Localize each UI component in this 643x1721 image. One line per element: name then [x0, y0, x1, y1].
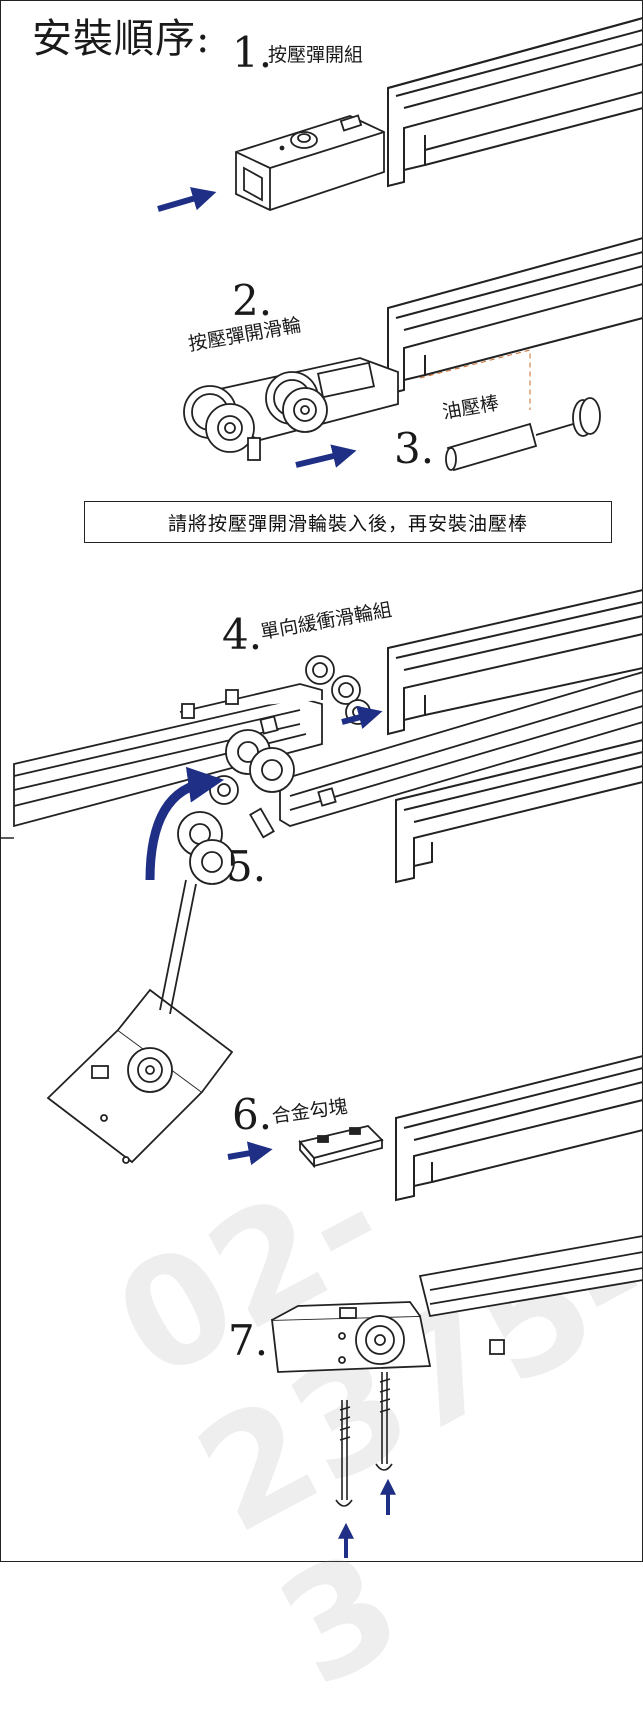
- assembly-illustration: [0, 16, 643, 1558]
- installation-note: 請將按壓彈開滑輪裝入後，再安裝油壓棒: [84, 501, 612, 543]
- push-latch-block: [235, 114, 385, 211]
- step-5-number: 5.: [226, 842, 267, 891]
- assembled-track: [177, 671, 643, 885]
- step-2-number: 2.: [232, 276, 273, 325]
- step-4-number: 4.: [222, 610, 263, 659]
- curved-arrow-icon: [145, 766, 225, 881]
- step-7-number: 7.: [228, 1316, 269, 1365]
- push-roller: [183, 357, 399, 461]
- hydraulic-damper: [445, 397, 601, 472]
- arrow-right-icon: [227, 1141, 273, 1166]
- alloy-hook-block: [298, 1125, 384, 1169]
- page-title: 安裝順序:: [32, 16, 211, 62]
- end-cap-assembly: [270, 1235, 643, 1373]
- rail-1: [387, 16, 643, 188]
- step-3-number: 3.: [394, 424, 435, 473]
- end-bracket: [46, 879, 234, 1164]
- arrow-right-icon: [295, 444, 357, 468]
- arrow-right-icon: [157, 187, 217, 212]
- arrow-right-icon: [341, 705, 383, 729]
- step-6-number: 6.: [232, 1090, 273, 1139]
- step-1-label: 按壓彈開組: [268, 44, 364, 66]
- rail-4: [387, 588, 643, 736]
- rail-2: [387, 236, 643, 396]
- step-1-number: 1.: [232, 28, 273, 77]
- rail-6: [395, 1054, 643, 1202]
- rail-5: [395, 738, 643, 884]
- screws: [335, 1372, 393, 1507]
